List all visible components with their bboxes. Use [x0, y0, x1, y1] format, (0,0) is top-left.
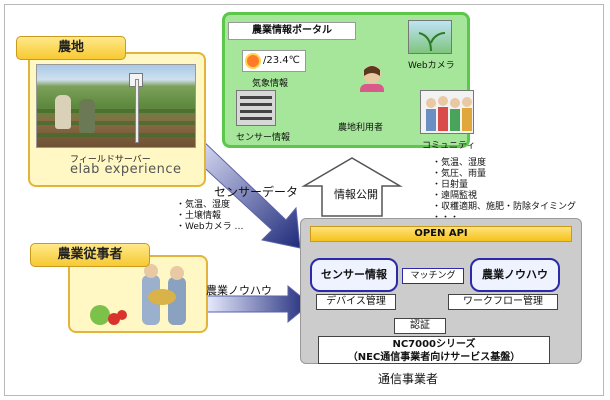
info-publish-arrow — [301, 157, 403, 217]
community-image — [420, 90, 474, 134]
sensor-info-db: センサー情報 — [310, 258, 398, 292]
weather-label: 気象情報 — [252, 79, 289, 89]
harvest-basket — [148, 289, 176, 305]
farm-user-label: 農地利用者 — [338, 123, 384, 133]
nc7000-title: NC7000シリーズ — [392, 339, 476, 350]
nc7000-subtitle: （NEC通信事業者向けサービス基盤） — [347, 352, 521, 363]
portal-info-list: ・気温、湿度 ・気圧、雨量 ・日射量 ・遠隔監視 ・収穫適期、施肥・防除タイミン… — [432, 158, 576, 224]
knowhow-label: 農業ノウハウ — [206, 284, 272, 297]
farmers-illustration — [90, 264, 186, 325]
farm-user-icon — [360, 65, 384, 92]
farmer-figure — [168, 277, 186, 325]
sensor-data-title: センサーデータ — [214, 185, 299, 199]
portal-info-item: ・遠隔監視 — [432, 191, 478, 201]
carrier-label: 通信事業者 — [378, 372, 439, 386]
portal-info-item: ・日射量 — [432, 180, 469, 190]
field-server-label: フィールドサーバー — [70, 155, 151, 165]
matching-label: マッチング — [402, 268, 464, 284]
info-publish-label: 情報公開 — [334, 188, 378, 201]
sun-icon — [247, 55, 259, 67]
farm-photo — [36, 64, 196, 148]
farm-tag: 農地 — [16, 36, 126, 60]
sensor-data-list: ・気温、湿度 ・土壌情報 ・Webカメラ … — [176, 200, 243, 233]
field-server-brand: elab experience — [70, 162, 182, 177]
tomato-icon — [108, 313, 120, 325]
farmer-figure — [79, 99, 95, 133]
device-management-box: デバイス管理 — [316, 294, 396, 310]
sensor-data-item: ・気温、湿度 — [176, 200, 231, 210]
sensor-data-arrow — [184, 137, 301, 249]
nc7000-box: NC7000シリーズ （NEC通信事業者向けサービス基盤） — [318, 336, 550, 364]
sensor-monitor-icon — [236, 90, 276, 126]
portal-title: 農業情報ポータル — [228, 22, 356, 40]
worker-panel — [68, 255, 208, 333]
workflow-management-box: ワークフロー管理 — [448, 294, 558, 310]
open-api-bar: OPEN API — [310, 226, 572, 242]
knowhow-db: 農業ノウハウ — [470, 258, 560, 292]
farmer-figure — [55, 95, 71, 129]
sensor-data-item: ・土壌情報 — [176, 211, 222, 221]
sensor-label: センサー情報 — [236, 133, 291, 143]
tomato-icon — [117, 310, 127, 320]
weather-readout: /23.4℃ — [242, 50, 306, 72]
worker-tag: 農業従事者 — [30, 243, 150, 267]
portal-info-item: ・気圧、雨量 — [432, 169, 487, 179]
portal-info-item: ・気温、湿度 — [432, 158, 487, 168]
vegetable-icon — [90, 305, 110, 325]
webcam-image — [408, 20, 452, 54]
webcam-label: Webカメラ — [408, 61, 455, 71]
sensor-data-item: ・Webカメラ … — [176, 222, 244, 232]
community-label: コミュニティ — [422, 141, 476, 151]
authentication-box: 認証 — [394, 318, 446, 334]
portal-info-item: ・収穫適期、施肥・防除タイミング — [432, 202, 577, 212]
knowhow-arrow — [205, 284, 311, 324]
